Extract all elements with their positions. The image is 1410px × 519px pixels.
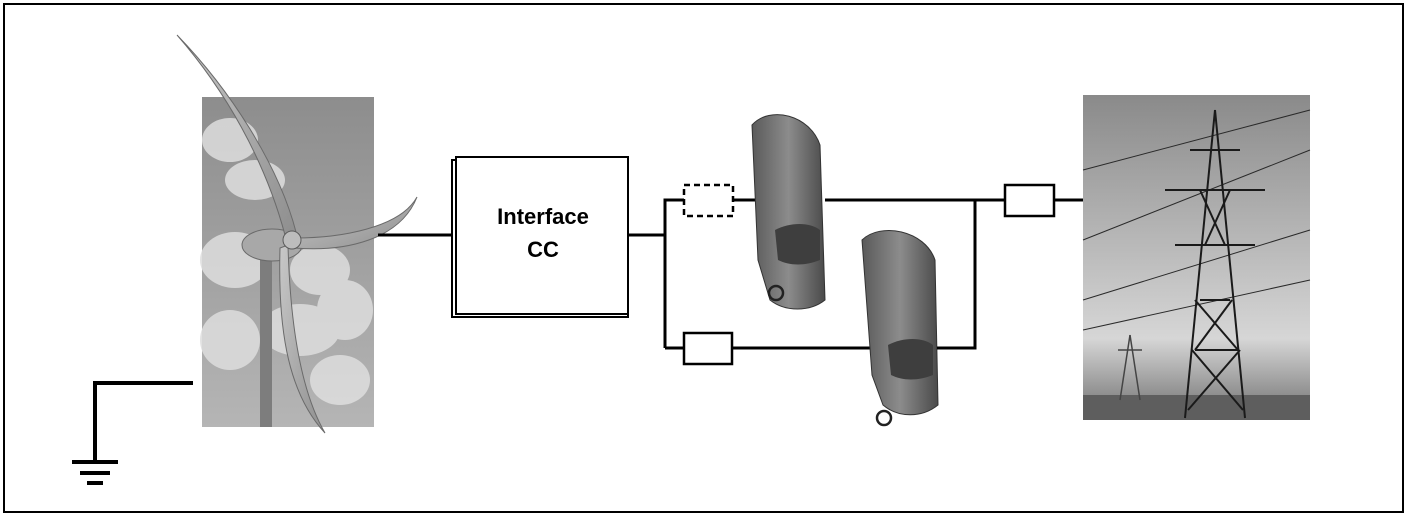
- transmission-tower-image: [1082, 95, 1311, 420]
- inverter-2-panel: [888, 339, 933, 380]
- turbine-blade-down: [279, 244, 326, 434]
- fuse-lower: [682, 331, 734, 366]
- dc-wiring: [628, 198, 870, 350]
- turbine-tower: [260, 260, 272, 427]
- ground-symbol: [72, 381, 193, 485]
- interface-label-line2: CC: [527, 237, 559, 262]
- power-lines: [1082, 109, 1311, 331]
- distant-tower: [1118, 334, 1142, 401]
- interface-cc-box: Interface CC: [451, 156, 629, 318]
- grid-photo-background: [1083, 95, 1310, 420]
- inverter-1-connector: [767, 284, 785, 302]
- turbine-blade-up: [176, 34, 297, 236]
- wind-turbine-image: [176, 34, 418, 434]
- inverter-1-panel: [775, 224, 820, 265]
- fuse-dashed: [682, 183, 735, 218]
- cloud-shapes: [200, 118, 373, 405]
- fuse-output: [1003, 183, 1056, 218]
- inverter-2-connector: [875, 409, 893, 427]
- ac-wiring: [825, 198, 1085, 350]
- interface-label-line1: Interface: [497, 204, 589, 229]
- turbine-hub: [282, 230, 302, 250]
- tower-structure: [1165, 109, 1265, 419]
- inverter-2: [861, 229, 939, 427]
- inverter-1: [751, 114, 826, 310]
- turbine-blade-right: [294, 196, 418, 250]
